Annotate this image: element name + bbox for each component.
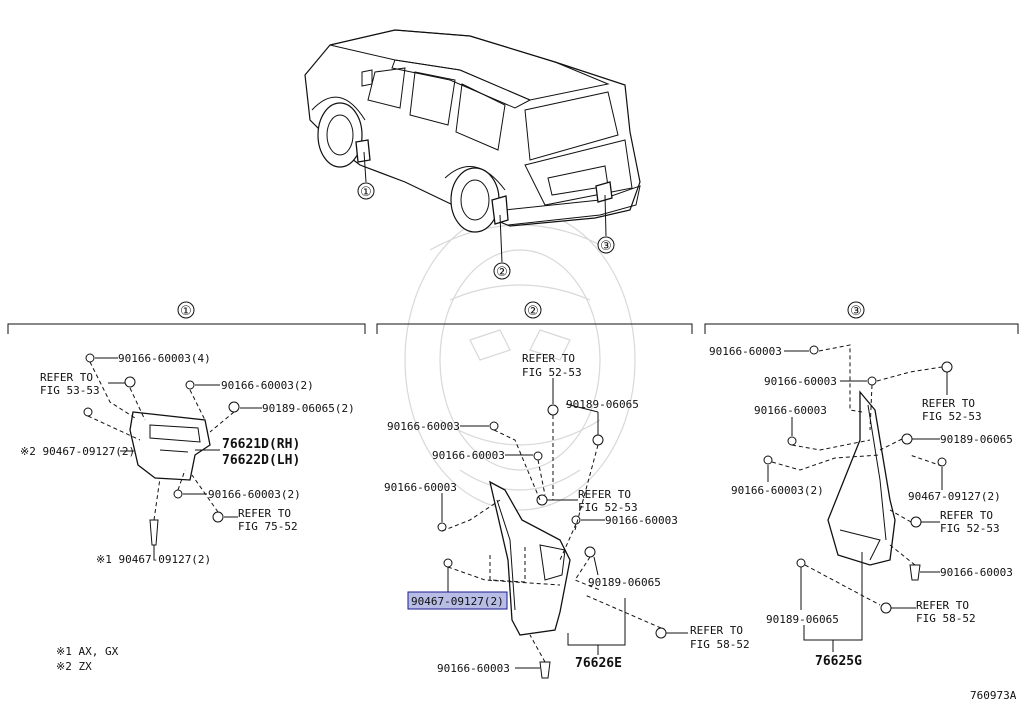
screw-icon xyxy=(124,376,136,388)
diagram-id: 760973A xyxy=(970,689,1017,702)
screw-icon xyxy=(941,361,953,373)
svg-text:①: ① xyxy=(360,185,372,200)
reference-label: FIG 52-53 xyxy=(578,501,638,514)
screw-icon xyxy=(655,627,667,639)
part-number-90166-60003: 90166-60003 xyxy=(754,404,827,417)
watermark-emblem xyxy=(404,209,636,511)
screw-icon xyxy=(584,546,596,558)
note-1: ※1 AX, GX xyxy=(56,645,119,658)
section-2-number: ② xyxy=(527,304,539,319)
part-number-90166-60003: 90166-60003(2) xyxy=(208,488,301,501)
reference-label: REFER TO xyxy=(238,507,291,520)
reference-label: REFER TO xyxy=(690,624,743,637)
section-3: 90166-60003 90166-60003 REFER TO FIG 52-… xyxy=(709,344,1013,669)
screw-icon xyxy=(592,434,604,446)
clip-icon xyxy=(83,407,93,417)
part-number-76622D: 76622D(LH) xyxy=(222,453,300,468)
part-number-90166-60003: 90166-60003 xyxy=(764,375,837,388)
screw-icon xyxy=(547,404,559,416)
reference-label: REFER TO xyxy=(522,352,575,365)
section-2: REFER TO FIG 52-53 90189-06065 90166-600… xyxy=(384,352,750,679)
bolt-icon xyxy=(149,519,159,546)
reference-label: FIG 58-52 xyxy=(916,612,976,625)
rear-mud-flap-lh xyxy=(827,390,896,566)
clip-icon xyxy=(85,353,95,363)
part-number-90166-60003: 90166-60003 xyxy=(605,514,678,527)
part-number-76625G: 76625G xyxy=(815,654,862,669)
part-number-90166-60003: 90166-60003(4) xyxy=(118,352,211,365)
part-number-90189-06065: 90189-06065 xyxy=(566,398,639,411)
section-3-number: ③ xyxy=(850,304,862,319)
part-number-90467-09127: ※1 90467-09127(2) xyxy=(96,553,211,566)
front-mud-flap xyxy=(129,411,211,481)
screw-icon xyxy=(880,602,892,614)
part-number-90166-60003: 90166-60003 xyxy=(387,420,460,433)
screw-icon xyxy=(228,401,240,413)
reference-label: REFER TO xyxy=(40,371,93,384)
part-number-90189-06065: 90189-06065(2) xyxy=(262,402,355,415)
section-brackets: ① ② ③ xyxy=(7,301,1019,334)
part-number-90467-09127-highlighted[interactable]: 90467-09127(2) xyxy=(411,595,504,608)
part-number-90189-06065: 90189-06065 xyxy=(766,613,839,626)
clip-icon xyxy=(571,515,581,525)
callout-1: ① xyxy=(357,182,375,200)
note-2: ※2 ZX xyxy=(56,660,92,673)
screw-icon xyxy=(212,511,224,523)
clip-icon xyxy=(787,436,797,446)
bolt-icon xyxy=(909,564,921,581)
callout-2: ② xyxy=(493,262,511,280)
callout-3: ③ xyxy=(597,236,615,254)
part-number-90166-60003: 90166-60003(2) xyxy=(221,379,314,392)
part-number-90467-09127: ※2 90467-09127(2) xyxy=(20,445,135,458)
clip-icon xyxy=(533,451,543,461)
rear-mud-flap-rh xyxy=(489,480,571,636)
reference-label: REFER TO xyxy=(916,599,969,612)
reference-label: FIG 75-52 xyxy=(238,520,298,533)
clip-icon xyxy=(443,558,453,568)
clip-icon xyxy=(185,380,195,390)
clip-icon xyxy=(796,558,806,568)
part-number-90467-09127: 90467-09127(2) xyxy=(908,490,1001,503)
reference-label: REFER TO xyxy=(578,488,631,501)
clip-icon xyxy=(173,489,183,499)
screw-icon xyxy=(901,433,913,445)
clip-icon xyxy=(867,376,877,386)
part-number-90166-60003: 90166-60003 xyxy=(437,662,510,675)
footnotes: ※1 AX, GX ※2 ZX xyxy=(56,645,119,673)
clip-icon xyxy=(809,345,819,355)
reference-label: REFER TO xyxy=(922,397,975,410)
part-number-76626E: 76626E xyxy=(575,656,622,671)
part-number-90166-60003: 90166-60003 xyxy=(384,481,457,494)
clip-icon xyxy=(489,421,499,431)
part-number-90189-06065: 90189-06065 xyxy=(588,576,661,589)
reference-label: FIG 52-53 xyxy=(940,522,1000,535)
reference-label: FIG 52-53 xyxy=(922,410,982,423)
vehicle-illustration xyxy=(304,29,641,263)
part-number-90189-06065: 90189-06065 xyxy=(940,433,1013,446)
part-number-76621D: 76621D(RH) xyxy=(222,437,300,452)
highlighted-part-box[interactable] xyxy=(407,591,508,610)
reference-label: FIG 53-53 xyxy=(40,384,100,397)
section-1-number: ① xyxy=(180,304,192,319)
reference-label: FIG 58-52 xyxy=(690,638,750,651)
part-number-90166-60003: 90166-60003 xyxy=(432,449,505,462)
svg-text:②: ② xyxy=(496,265,508,280)
bolt-icon xyxy=(539,661,551,679)
screw-icon xyxy=(910,516,922,528)
clip-icon xyxy=(763,455,773,465)
part-number-90166-60003: 90166-60003 xyxy=(709,345,782,358)
svg-text:③: ③ xyxy=(600,239,612,254)
reference-label: REFER TO xyxy=(940,509,993,522)
part-number-90166-60003: 90166-60003(2) xyxy=(731,484,824,497)
section-1: 90166-60003(4) REFER TO FIG 53-53 90166-… xyxy=(20,352,355,566)
part-number-90166-60003: 90166-60003 xyxy=(940,566,1013,579)
reference-label: FIG 52-53 xyxy=(522,366,582,379)
